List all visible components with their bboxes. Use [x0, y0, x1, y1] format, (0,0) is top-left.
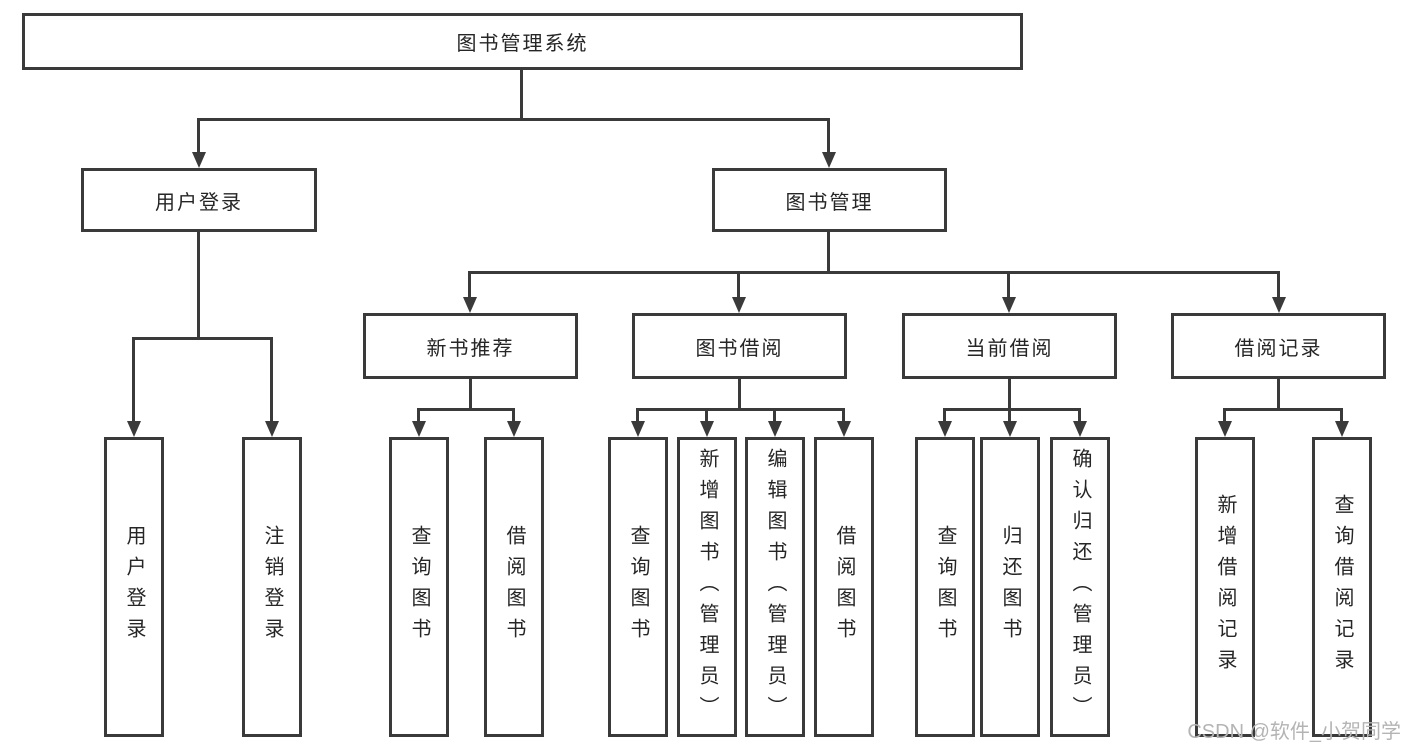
- node-book-management: 图书管理: [712, 168, 947, 232]
- connector-drop-new-book-recommend: [468, 274, 471, 297]
- arrowhead-records-add: [1218, 421, 1232, 437]
- connector-records-bar: [1223, 408, 1343, 411]
- arrowhead-book-management: [822, 152, 836, 168]
- leaf-rec-query-books-label: 查询图书: [408, 525, 430, 649]
- leaf-borrow-edit-books-admin-label: 编辑图书（管理员）: [764, 447, 786, 727]
- leaf-records-query-record: 查询借阅记录: [1312, 437, 1372, 737]
- leaf-rec-borrow-books-label: 借阅图书: [503, 525, 525, 649]
- leaf-records-add-record: 新增借阅记录: [1195, 437, 1255, 737]
- arrowhead-new-book-recommend: [463, 297, 477, 313]
- arrowhead-rec-borrow: [507, 421, 521, 437]
- leaf-current-return-books: 归还图书: [980, 437, 1040, 737]
- connector-root-bar: [197, 118, 830, 121]
- node-book-borrow: 图书借阅: [632, 313, 847, 379]
- connector-management-bar: [468, 271, 1280, 274]
- leaf-borrow-add-books-admin: 新增图书（管理员）: [677, 437, 737, 737]
- connector-drop-current-confirm: [1078, 411, 1081, 423]
- connector-management-stem: [827, 232, 830, 271]
- connector-drop-current-return: [1008, 411, 1011, 423]
- arrowhead-rec-query: [412, 421, 426, 437]
- node-user-login: 用户登录: [81, 168, 317, 232]
- leaf-logout-label: 注销登录: [261, 525, 283, 649]
- leaf-user-login: 用户登录: [104, 437, 164, 737]
- connector-user-bar: [132, 337, 273, 340]
- arrowhead-borrow-records: [1272, 297, 1286, 313]
- connector-drop-rec-borrow: [512, 411, 515, 423]
- leaf-logout: 注销登录: [242, 437, 302, 737]
- leaf-borrow-borrow-books-label: 借阅图书: [833, 525, 855, 649]
- node-borrow-records: 借阅记录: [1171, 313, 1386, 379]
- connector-drop-records-query: [1340, 411, 1343, 423]
- arrowhead-leaf-logout: [265, 421, 279, 437]
- arrowhead-borrow-edit: [768, 421, 782, 437]
- node-root-label: 图书管理系统: [456, 33, 589, 55]
- node-book-borrow-label: 图书借阅: [695, 337, 784, 360]
- leaf-current-query-books-label: 查询图书: [934, 525, 956, 649]
- connector-root-stem: [520, 70, 523, 118]
- connector-drop-records-add: [1223, 411, 1226, 423]
- arrowhead-leaf-user-login: [127, 421, 141, 437]
- arrowhead-current-confirm: [1073, 421, 1087, 437]
- node-current-borrow: 当前借阅: [902, 313, 1117, 379]
- connector-drop-borrow-records: [1277, 274, 1280, 297]
- connector-drop-leaf-logout: [270, 340, 273, 421]
- node-book-management-label: 图书管理: [785, 191, 874, 214]
- connector-drop-book-borrow: [737, 274, 740, 297]
- arrowhead-user-login: [192, 152, 206, 168]
- connector-drop-borrow-add: [705, 411, 708, 423]
- node-new-book-recommend-label: 新书推荐: [426, 337, 515, 360]
- leaf-records-query-record-label: 查询借阅记录: [1331, 494, 1353, 680]
- connector-recommend-bar: [417, 408, 515, 411]
- leaf-current-confirm-return-admin: 确认归还（管理员）: [1050, 437, 1110, 737]
- leaf-borrow-add-books-admin-label: 新增图书（管理员）: [696, 447, 718, 727]
- arrowhead-records-query: [1335, 421, 1349, 437]
- connector-user-stem: [197, 232, 200, 337]
- connector-drop-borrow-edit: [773, 411, 776, 423]
- leaf-rec-borrow-books: 借阅图书: [484, 437, 544, 737]
- leaf-user-login-label: 用户登录: [123, 525, 145, 649]
- leaf-current-return-books-label: 归还图书: [999, 525, 1021, 649]
- connector-drop-user-login: [197, 121, 200, 153]
- arrowhead-borrow-query: [631, 421, 645, 437]
- connector-records-stem: [1277, 379, 1280, 408]
- arrowhead-borrow-add: [700, 421, 714, 437]
- connector-drop-leaf-user-login: [132, 340, 135, 421]
- leaf-current-query-books: 查询图书: [915, 437, 975, 737]
- node-borrow-records-label: 借阅记录: [1234, 337, 1323, 360]
- connector-current-bar: [943, 408, 1081, 411]
- leaf-borrow-edit-books-admin: 编辑图书（管理员）: [745, 437, 805, 737]
- connector-borrow-bar: [636, 408, 845, 411]
- node-current-borrow-label: 当前借阅: [965, 337, 1054, 360]
- connector-borrow-stem: [738, 379, 741, 408]
- leaf-borrow-query-books-label: 查询图书: [627, 525, 649, 649]
- connector-drop-book-management: [827, 121, 830, 153]
- connector-drop-rec-query: [417, 411, 420, 423]
- arrowhead-current-query: [938, 421, 952, 437]
- arrowhead-borrow-borrow: [837, 421, 851, 437]
- leaf-rec-query-books: 查询图书: [389, 437, 449, 737]
- csdn-watermark: CSDN @软件_小贺同学: [1187, 721, 1401, 743]
- leaf-records-add-record-label: 新增借阅记录: [1214, 494, 1236, 680]
- leaf-borrow-borrow-books: 借阅图书: [814, 437, 874, 737]
- arrowhead-current-borrow: [1002, 297, 1016, 313]
- arrowhead-book-borrow: [732, 297, 746, 313]
- connector-drop-current-query: [943, 411, 946, 423]
- leaf-current-confirm-return-admin-label: 确认归还（管理员）: [1069, 447, 1091, 727]
- connector-drop-borrow-borrow: [842, 411, 845, 423]
- leaf-borrow-query-books: 查询图书: [608, 437, 668, 737]
- connector-drop-borrow-query: [636, 411, 639, 423]
- connector-recommend-stem: [469, 379, 472, 408]
- connector-current-stem: [1008, 379, 1011, 408]
- node-new-book-recommend: 新书推荐: [363, 313, 578, 379]
- node-root: 图书管理系统: [22, 13, 1023, 70]
- arrowhead-current-return: [1003, 421, 1017, 437]
- connector-drop-current-borrow: [1007, 274, 1010, 297]
- node-user-login-label: 用户登录: [155, 191, 243, 214]
